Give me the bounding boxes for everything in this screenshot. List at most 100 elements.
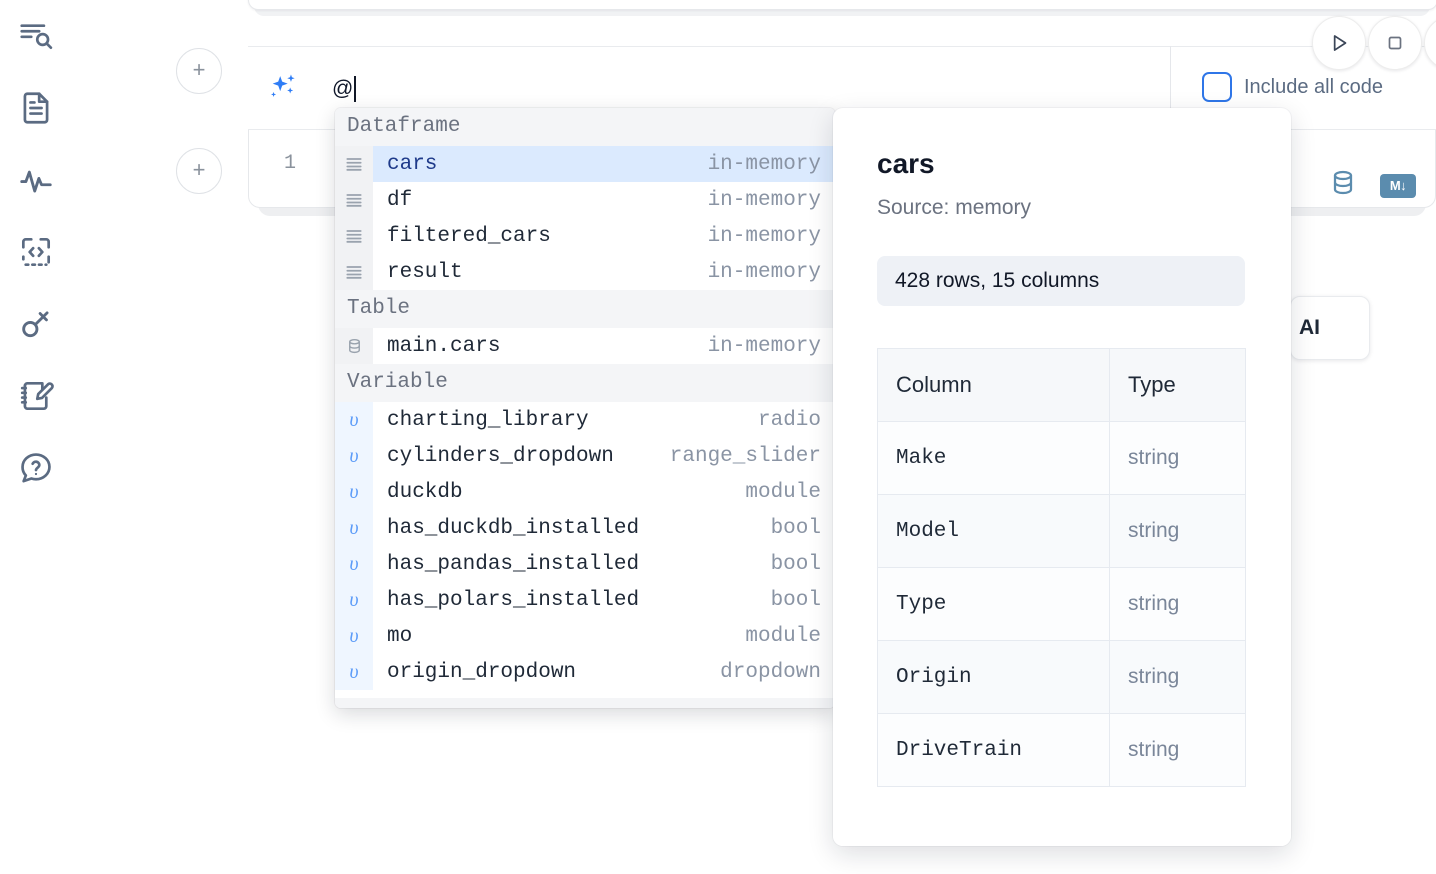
- autocomplete-item-kind: dropdown: [720, 660, 821, 684]
- panel-bottom-fade: [833, 800, 1291, 846]
- schema-type-header: Type: [1109, 348, 1246, 422]
- autocomplete-item-name: cylinders_dropdown: [387, 444, 614, 468]
- autocomplete-item-kind: in-memory: [707, 334, 821, 358]
- add-cell-plus-icon: +: [192, 157, 206, 182]
- sparkles-icon: [264, 70, 304, 110]
- autocomplete-item-name: mo: [387, 624, 413, 648]
- ai-prompt-value: @: [332, 77, 354, 100]
- variable-icon: υ: [335, 582, 373, 618]
- markdown-icon[interactable]: M↓: [1380, 173, 1416, 198]
- include-all-code-label: Include all code: [1244, 75, 1383, 98]
- schema-column-name: DriveTrain: [877, 713, 1110, 787]
- key-icon[interactable]: [14, 302, 58, 346]
- autocomplete-item-kind: module: [745, 624, 821, 648]
- generate-with-ai-button[interactable]: AI: [1290, 296, 1370, 360]
- dataset-info-panel: cars Source: memory 428 rows, 15 columns…: [833, 108, 1291, 846]
- autocomplete-item-name: df: [387, 188, 413, 212]
- outline-search-icon[interactable]: [14, 14, 58, 58]
- activity-icon[interactable]: [14, 158, 58, 202]
- table-icon: [335, 328, 373, 364]
- dataset-title: cars: [877, 148, 935, 179]
- dataframe-icon: [335, 254, 373, 290]
- autocomplete-group-header: Dataframe: [335, 108, 835, 146]
- add-cell-button-top[interactable]: +: [176, 48, 222, 94]
- autocomplete-item-kind: in-memory: [707, 152, 821, 176]
- autocomplete-item-name: origin_dropdown: [387, 660, 577, 684]
- autocomplete-item-kind: in-memory: [707, 224, 821, 248]
- schema-column-type: string: [1109, 713, 1246, 787]
- dataframe-icon: [335, 182, 373, 218]
- add-cell-plus-icon: +: [192, 57, 206, 82]
- autocomplete-item[interactable]: filtered_cars in-memory: [335, 218, 835, 254]
- ai-prompt-divider: [1170, 46, 1171, 130]
- autocomplete-item[interactable]: υ cylinders_dropdown range_slider: [335, 438, 835, 474]
- help-chat-icon[interactable]: [14, 446, 58, 490]
- dataframe-icon: [335, 146, 373, 182]
- schema-column-type: string: [1109, 421, 1246, 495]
- previous-cell-shadow: [254, 6, 1430, 16]
- dataframe-icon: [335, 218, 373, 254]
- schema-table-header-row: Column Type: [877, 348, 1246, 422]
- scratchpad-icon[interactable]: [14, 374, 58, 418]
- sidebar-rail: [0, 0, 72, 874]
- autocomplete-item-kind: in-memory: [707, 260, 821, 284]
- variable-icon: υ: [335, 654, 373, 690]
- cell-line-number: 1: [283, 152, 296, 175]
- dataset-stats-badge: 428 rows, 15 columns: [877, 256, 1245, 306]
- autocomplete-item[interactable]: main.cars in-memory: [335, 328, 835, 364]
- ai-prompt-input[interactable]: @: [332, 68, 1152, 110]
- autocomplete-item[interactable]: υ charting_library radio: [335, 402, 835, 438]
- variable-icon: υ: [335, 546, 373, 582]
- autocomplete-item-kind: bool: [770, 516, 821, 540]
- variable-icon: υ: [335, 402, 373, 438]
- autocomplete-item-name: has_duckdb_installed: [387, 516, 640, 540]
- autocomplete-item-name: duckdb: [387, 480, 463, 504]
- autocomplete-item-name: charting_library: [387, 408, 589, 432]
- schema-column-type: string: [1109, 640, 1246, 714]
- autocomplete-item-name: main.cars: [387, 334, 501, 358]
- cell-toolbar: M↓: [1328, 168, 1416, 203]
- autocomplete-item[interactable]: υ origin_dropdown dropdown: [335, 654, 835, 690]
- schema-column-header: Column: [877, 348, 1110, 422]
- autocomplete-item-kind: range_slider: [669, 444, 821, 468]
- autocomplete-item-name: filtered_cars: [387, 224, 551, 248]
- code-snippet-icon[interactable]: [14, 230, 58, 274]
- schema-column-name: Type: [877, 567, 1110, 641]
- schema-column-name: Origin: [877, 640, 1110, 714]
- text-caret: [354, 76, 357, 102]
- variable-icon: υ: [335, 438, 373, 474]
- variable-icon: υ: [335, 618, 373, 654]
- variable-icon: υ: [335, 510, 373, 546]
- autocomplete-item-name: result: [387, 260, 463, 284]
- document-icon[interactable]: [14, 86, 58, 130]
- autocomplete-item-name: cars: [387, 152, 438, 176]
- include-all-code-checkbox[interactable]: [1202, 72, 1232, 102]
- stop-button[interactable]: [1368, 16, 1422, 70]
- schema-column-name: Model: [877, 494, 1110, 568]
- autocomplete-group-header: Table: [335, 290, 835, 328]
- autocomplete-group-header: Variable: [335, 364, 835, 402]
- autocomplete-clip-edge: [335, 698, 835, 708]
- add-cell-button-bottom[interactable]: +: [176, 148, 222, 194]
- include-all-code-toggle[interactable]: Include all code: [1202, 72, 1383, 102]
- autocomplete-item[interactable]: υ has_duckdb_installed bool: [335, 510, 835, 546]
- autocomplete-item-kind: radio: [757, 408, 821, 432]
- run-button[interactable]: [1312, 16, 1366, 70]
- database-icon[interactable]: [1328, 168, 1358, 203]
- previous-cell-card: [248, 0, 1436, 10]
- autocomplete-item-name: has_pandas_installed: [387, 552, 640, 576]
- autocomplete-item[interactable]: result in-memory: [335, 254, 835, 290]
- autocomplete-item[interactable]: cars in-memory: [335, 146, 835, 182]
- variable-icon: υ: [335, 474, 373, 510]
